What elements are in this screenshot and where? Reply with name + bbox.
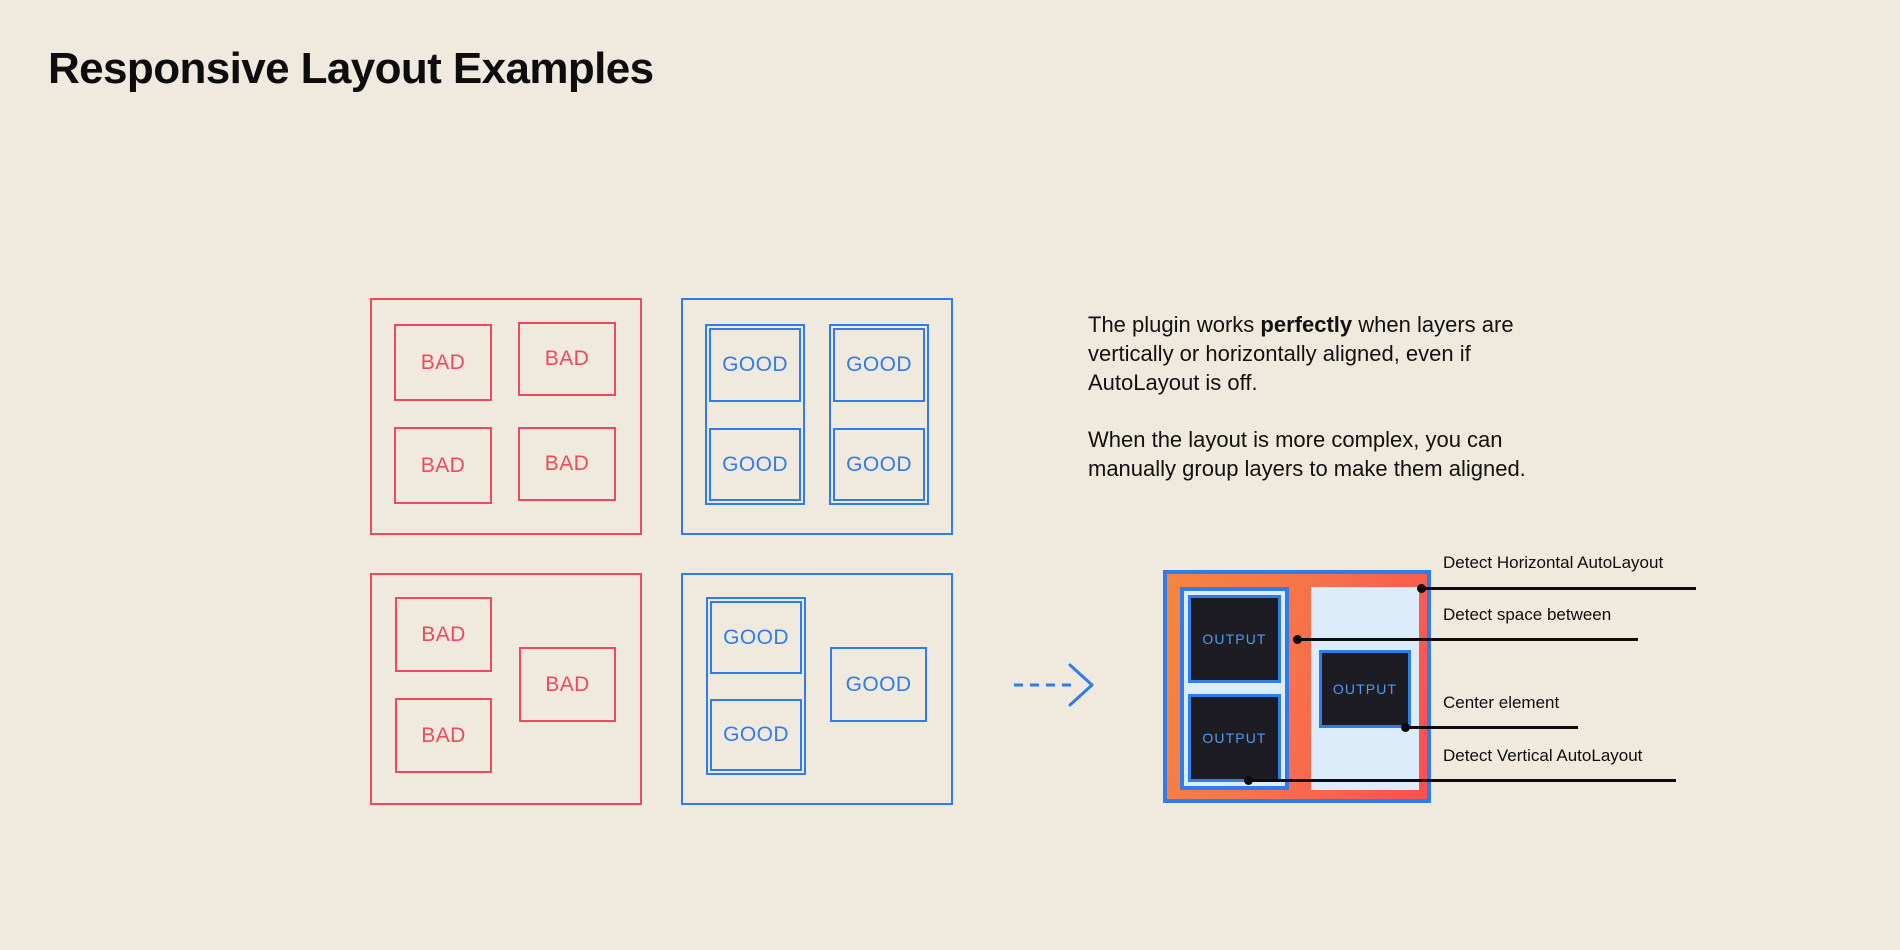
p1-before: The plugin works (1088, 312, 1261, 337)
output-preview-inner: OUTPUT OUTPUT OUTPUT (1178, 585, 1419, 790)
paragraph-1: The plugin works perfectly when layers a… (1088, 310, 1558, 397)
callout-label: Detect Horizontal AutoLayout (1443, 553, 1664, 572)
callout-anchor-dot (1417, 584, 1426, 593)
cell-bad: BAD (394, 324, 492, 401)
callout-leader-line (1405, 726, 1578, 729)
callout-label: Detect Vertical AutoLayout (1443, 746, 1643, 765)
callout-leader-line (1421, 587, 1696, 590)
callout-leader-line (1248, 779, 1676, 782)
description-copy: The plugin works perfectly when layers a… (1088, 310, 1558, 483)
p1-strong: perfectly (1260, 312, 1353, 337)
cell-bad: BAD (518, 427, 616, 501)
cell-good: GOOD (833, 328, 925, 402)
example-panel-good-grouped: GOOD GOOD GOOD (681, 573, 953, 805)
cell-good: GOOD (830, 647, 927, 722)
transform-arrow-icon (1012, 660, 1102, 710)
cell-bad: BAD (394, 427, 492, 504)
cell-good: GOOD (709, 428, 801, 501)
output-column-right: OUTPUT (1311, 587, 1419, 790)
cell-bad: BAD (395, 597, 492, 672)
p1-after: when layers are vertically or horizontal… (1088, 312, 1514, 395)
cell-bad: BAD (395, 698, 492, 773)
example-panel-good-grid: GOOD GOOD GOOD GOOD (681, 298, 953, 535)
callout-leader-line (1297, 638, 1638, 641)
output-screen: OUTPUT (1188, 595, 1281, 683)
group-wrapper-right (829, 324, 929, 505)
paragraph-2: When the layout is more complex, you can… (1088, 427, 1526, 481)
page-title: Responsive Layout Examples (48, 44, 654, 93)
cell-bad: BAD (518, 322, 616, 396)
callout-anchor-dot (1293, 635, 1302, 644)
output-screen: OUTPUT (1319, 650, 1411, 728)
output-preview-frame: OUTPUT OUTPUT OUTPUT (1163, 570, 1431, 803)
group-wrapper-left (705, 324, 805, 505)
callout-label: Center element (1443, 693, 1560, 712)
output-column-left: OUTPUT OUTPUT (1180, 587, 1289, 790)
cell-good: GOOD (709, 328, 801, 402)
callout-label: Detect space between (1443, 605, 1612, 624)
cell-good: GOOD (710, 601, 802, 674)
example-panel-bad-grid: BAD BAD BAD BAD (370, 298, 642, 535)
cell-bad: BAD (519, 647, 616, 722)
output-screen: OUTPUT (1188, 694, 1281, 782)
example-panel-bad-scatter: BAD BAD BAD (370, 573, 642, 805)
callout-anchor-dot (1244, 776, 1253, 785)
cell-good: GOOD (833, 428, 925, 501)
callout-anchor-dot (1401, 723, 1410, 732)
cell-good: GOOD (710, 699, 802, 771)
group-wrapper-stack (706, 597, 806, 775)
